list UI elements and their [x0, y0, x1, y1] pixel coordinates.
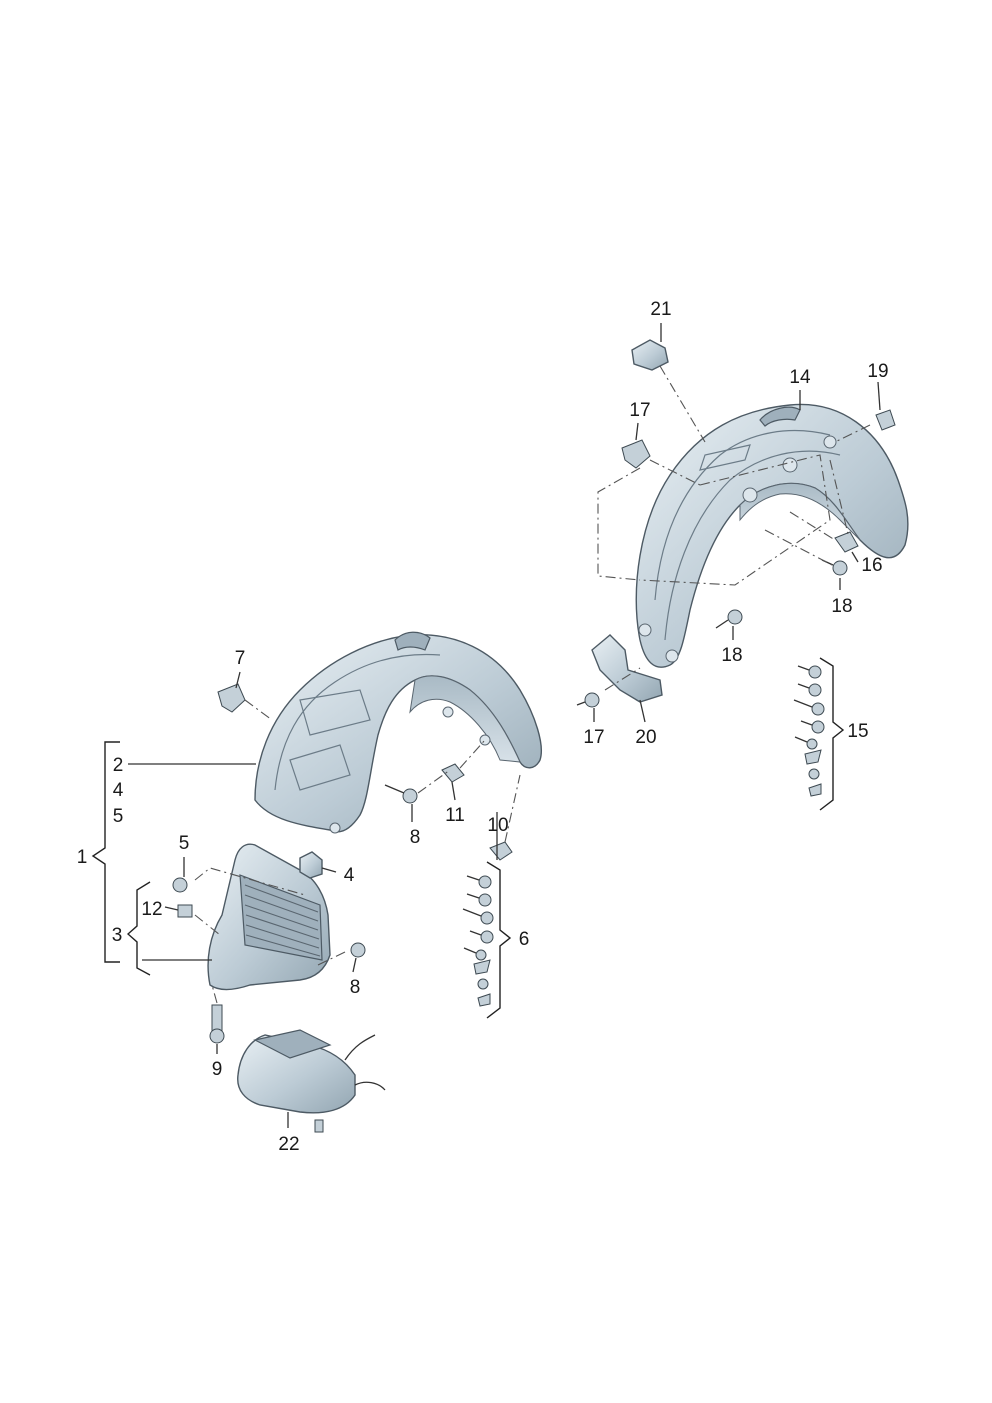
label-15: 15 [847, 721, 868, 742]
air-duct [237, 1029, 386, 1133]
label-18-upper: 18 [831, 596, 852, 617]
rear-wheel-liner [635, 403, 909, 668]
label-22: 22 [278, 1134, 299, 1155]
label-5-left: 5 [113, 806, 124, 827]
label-17-upper: 17 [629, 400, 650, 421]
label-4: 4 [344, 865, 355, 886]
fastener-set-15 [793, 665, 825, 797]
label-6: 6 [519, 929, 530, 950]
fasteners [172, 409, 896, 1044]
brace-6 [486, 861, 512, 1019]
front-trim-panel [207, 843, 331, 991]
brace-1 [91, 741, 120, 963]
label-11: 11 [445, 805, 465, 826]
label-7: 7 [235, 648, 246, 669]
label-10: 10 [487, 815, 508, 836]
brace-3 [126, 881, 151, 976]
label-3: 3 [112, 925, 123, 946]
clip-4 [299, 851, 323, 879]
part-labels: 21 14 19 17 16 18 18 15 17 20 7 2 4 5 8 … [77, 299, 889, 1155]
front-wheel-liner [254, 631, 542, 834]
clip-21 [631, 339, 669, 371]
label-20: 20 [635, 727, 656, 748]
label-21: 21 [650, 299, 671, 320]
label-16: 16 [861, 555, 882, 576]
grille-slots [244, 884, 321, 957]
brace-15 [819, 657, 845, 811]
label-9: 9 [212, 1059, 223, 1080]
label-18-lower: 18 [721, 645, 742, 666]
label-8-trim: 8 [350, 977, 361, 998]
label-17-lower: 17 [583, 727, 604, 748]
label-4-left: 4 [113, 780, 124, 801]
label-5: 5 [179, 833, 190, 854]
braces [91, 657, 845, 1019]
leader-lines [128, 323, 881, 1128]
label-1: 1 [77, 847, 88, 868]
bracket-20 [591, 634, 663, 703]
label-2: 2 [113, 755, 124, 776]
label-12: 12 [141, 899, 162, 920]
fastener-set-6 [462, 875, 494, 1007]
assembly-lines [194, 365, 871, 1004]
label-14: 14 [789, 367, 811, 388]
label-8-liner: 8 [410, 827, 421, 848]
label-19: 19 [867, 361, 888, 382]
